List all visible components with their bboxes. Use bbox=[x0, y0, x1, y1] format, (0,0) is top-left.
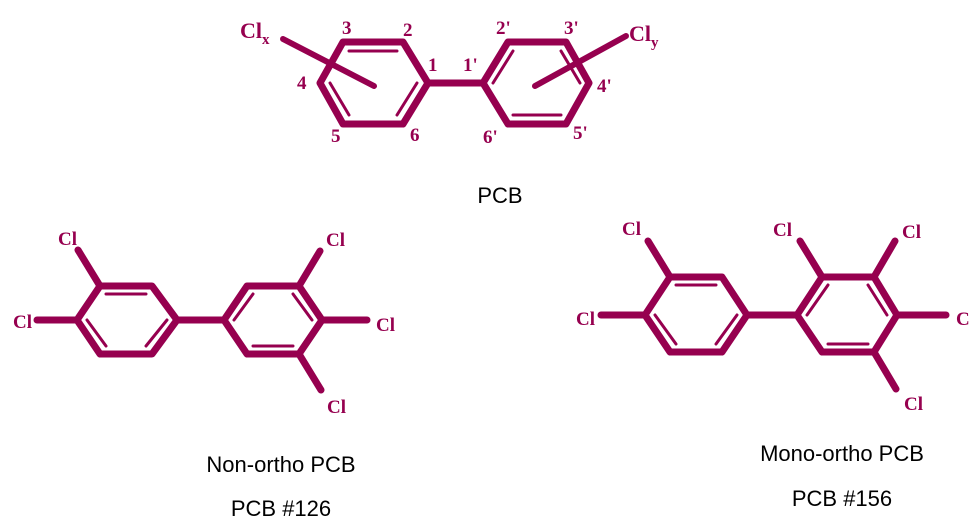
pcb-156-cl-5p: Cl bbox=[904, 394, 923, 415]
pcb-156-cl-2p: Cl bbox=[773, 220, 792, 241]
pcb-156-ring-left bbox=[641, 273, 751, 356]
pcb-126-cl3-bond bbox=[74, 246, 104, 290]
generic-pcb: Clx Cly 1 2 3 4 5 6 1' 2' 3' 4' 5' 6' PC… bbox=[240, 18, 659, 208]
position-numbers: 1 2 3 4 5 6 1' 2' 3' 4' 5' 6' bbox=[297, 18, 612, 148]
pcb-126-cl-3: Cl bbox=[58, 229, 77, 250]
pcb-156-ring-right-inner bbox=[805, 283, 889, 346]
pcb-126-ring-right-outline bbox=[220, 282, 326, 358]
pcb-156-cl-4p-clipped: C bbox=[956, 309, 969, 330]
pcb-156-cl-4: Cl bbox=[576, 309, 595, 330]
position-6: 6 bbox=[410, 125, 420, 146]
pcb-126-bonds bbox=[33, 246, 371, 394]
position-5-prime: 5' bbox=[573, 123, 588, 144]
cly-label: Cly bbox=[629, 21, 659, 51]
pcb-156-structure: Cl Cl Cl Cl C Cl Mono-ortho PCB PCB #156 bbox=[576, 219, 969, 511]
pcb-156-ring-left-outline bbox=[641, 273, 751, 356]
pcb-156-cl5p-bond bbox=[870, 348, 900, 393]
pcb-156-ring-right-outline bbox=[793, 273, 901, 356]
pcb-156-cl3-bond bbox=[644, 237, 674, 281]
ring-a-outline bbox=[316, 38, 432, 128]
pcb-126-chlorine-labels: Cl Cl Cl Cl Cl bbox=[13, 229, 395, 418]
pcb-156-bonds bbox=[597, 237, 950, 393]
ring-b-outline bbox=[479, 38, 593, 128]
pcb-156-caption-number: PCB #156 bbox=[792, 486, 892, 511]
pcb-126-cl-3p: Cl bbox=[326, 230, 345, 251]
position-3: 3 bbox=[342, 18, 352, 39]
position-5: 5 bbox=[331, 126, 341, 147]
ring-a-bonds bbox=[316, 38, 432, 128]
pcb-156-cl-3p: Cl bbox=[902, 222, 921, 243]
pcb-156-chlorine-labels: Cl Cl Cl Cl C Cl bbox=[576, 219, 969, 415]
pcb-126-ring-right-inner bbox=[232, 292, 314, 348]
pcb-caption: PCB bbox=[477, 183, 522, 208]
position-6-prime: 6' bbox=[483, 127, 498, 148]
pcb-126-ring-left bbox=[73, 282, 181, 358]
pcb-156-ring-right bbox=[793, 273, 901, 356]
pcb-126-ring-left-inner bbox=[85, 292, 169, 348]
pcb-156-cl3p-bond bbox=[870, 237, 899, 281]
pcb-126-cl3p-bond bbox=[295, 247, 324, 290]
position-2: 2 bbox=[403, 20, 413, 41]
position-3-prime: 3' bbox=[564, 18, 579, 39]
pcb-126-caption-type: Non-ortho PCB bbox=[206, 452, 355, 477]
clx-substituent-bond bbox=[280, 36, 377, 89]
pcb-126-caption-number: PCB #126 bbox=[231, 496, 331, 519]
pcb-156-caption-type: Mono-ortho PCB bbox=[760, 441, 924, 466]
pcb-126-ring-left-outline bbox=[73, 282, 181, 358]
pcb-156-ring-left-inner bbox=[653, 283, 739, 346]
cly-substituent-bond bbox=[532, 33, 629, 89]
pcb-126-cl-4p: Cl bbox=[376, 315, 395, 336]
pcb-126-cl5p-bond bbox=[295, 350, 325, 394]
pcb-126-cl-4: Cl bbox=[13, 312, 32, 333]
clx-label: Clx bbox=[240, 18, 270, 48]
ring-a-inner-bonds bbox=[328, 49, 419, 117]
position-2-prime: 2' bbox=[496, 18, 511, 39]
position-1-prime: 1' bbox=[463, 55, 478, 76]
pcb-156-cl2p-bond bbox=[796, 237, 826, 281]
position-4: 4 bbox=[297, 73, 307, 94]
pcb-126-structure: Cl Cl Cl Cl Cl Non-ortho PCB PCB #126 bbox=[13, 229, 395, 519]
pcb-126-cl-5p: Cl bbox=[327, 397, 346, 418]
position-4-prime: 4' bbox=[597, 76, 612, 97]
position-1: 1 bbox=[428, 55, 438, 76]
pcb-156-cl-3: Cl bbox=[622, 219, 641, 240]
pcb-126-ring-right bbox=[220, 282, 326, 358]
